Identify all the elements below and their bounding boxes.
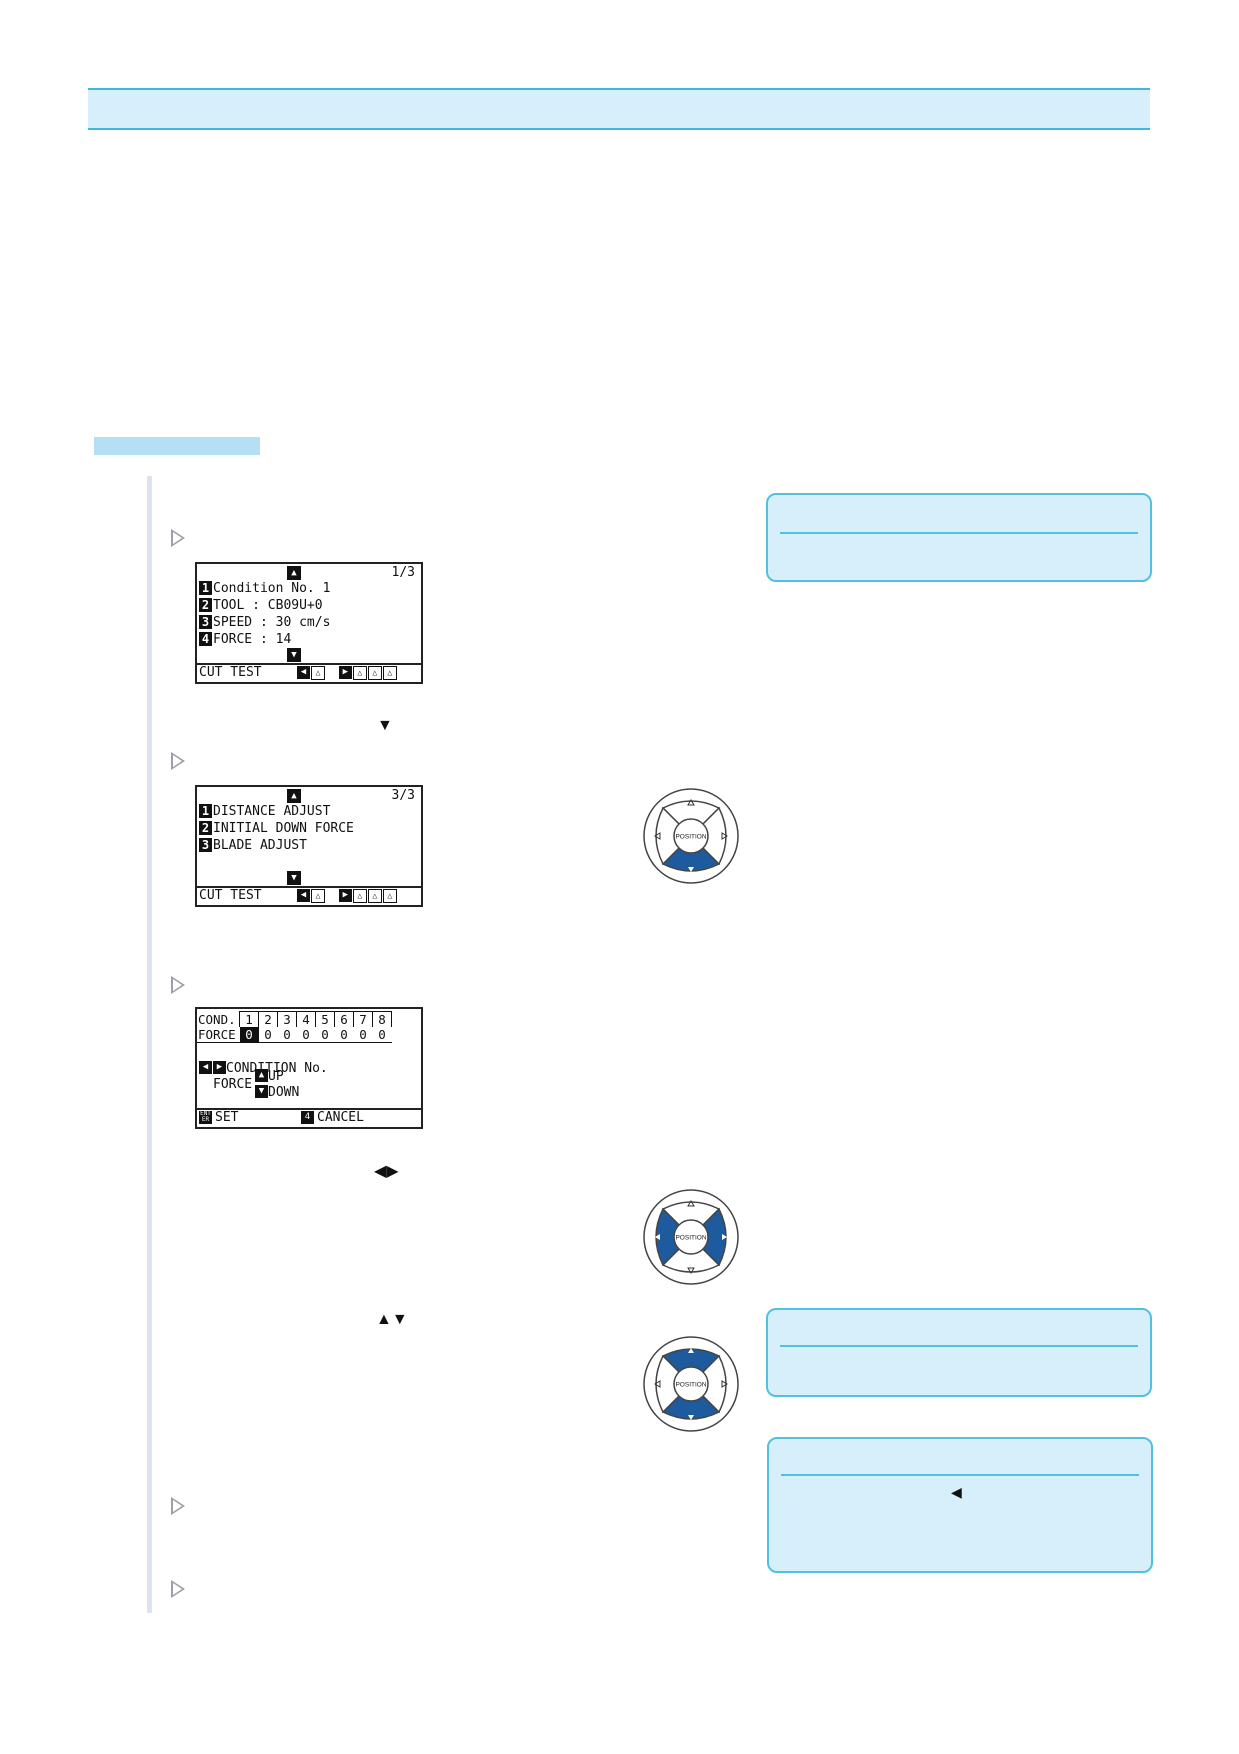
note-divider — [781, 1474, 1139, 1476]
scroll-up-icon: ▲ — [287, 566, 301, 580]
set-label: SET — [215, 1110, 239, 1125]
condition-number: 4 — [296, 1011, 316, 1027]
lcd-screen-initial-down-force: COND. 1 2 3 4 5 6 7 8 FORCE 0 0 0 0 0 0 … — [195, 1007, 423, 1129]
note-divider — [780, 532, 1138, 534]
left-key-icon: ◀ — [199, 1061, 212, 1074]
force-value: 0 — [353, 1027, 373, 1043]
lcd-bottom-bar: CUT TEST ◀△ ▶△△△ — [197, 886, 421, 905]
note-box-1 — [766, 493, 1152, 582]
triangle-icon: △ — [367, 889, 382, 903]
right-key-icon: ▶ — [213, 1061, 226, 1074]
right-key-icon: ▶ — [338, 889, 352, 902]
right-key-icon: ▶ — [338, 666, 352, 679]
force-value: 0 — [334, 1027, 354, 1043]
condition-number: 1 — [239, 1011, 259, 1027]
up-key-icon: ▲ — [255, 1069, 268, 1082]
force-value: 0 — [258, 1027, 278, 1043]
cond-label: COND. — [198, 1011, 236, 1027]
condition-number: 6 — [334, 1011, 354, 1027]
triangle-icon: △ — [367, 666, 382, 680]
cancel-key-icon: 4 — [301, 1111, 314, 1126]
condition-number: 3 — [277, 1011, 297, 1027]
position-pad-left-right-icon: POSITION — [643, 1189, 739, 1285]
up-down-arrow-icon: ▲▼ — [376, 1311, 408, 1328]
title-bar — [88, 88, 1150, 130]
up-hint: ▲UP — [255, 1069, 284, 1085]
condition-number: 2 — [258, 1011, 278, 1027]
position-pad-up-down-icon: POSITION — [643, 1336, 739, 1432]
steps-rule — [147, 476, 152, 1613]
force-value: 0 — [296, 1027, 316, 1043]
cut-test-label: CUT TEST — [199, 888, 262, 903]
triangle-icon: △ — [352, 666, 367, 680]
pad-label: POSITION — [675, 1235, 706, 1242]
pad-label: POSITION — [675, 1382, 706, 1389]
triangle-icon: △ — [311, 666, 325, 680]
force-label: FORCE — [197, 1027, 240, 1043]
down-arrow-icon: ▼ — [377, 717, 393, 734]
left-arrow-icon: ◀ — [951, 1484, 962, 1500]
left-key-icon: ◀ — [297, 666, 310, 679]
force-value: 0 — [277, 1027, 297, 1043]
left-key-icon: ◀ — [297, 889, 310, 902]
step-arrow-1 — [171, 529, 185, 547]
note-box-3: ◀ — [767, 1437, 1153, 1573]
left-right-arrow-icon: ◀▶ — [374, 1163, 399, 1180]
cut-test-keys: ◀△ ▶△△△ — [297, 666, 397, 681]
cancel-label: CANCEL — [317, 1110, 364, 1125]
step-arrow-2 — [171, 752, 185, 770]
page-indicator: 1/3 — [391, 565, 415, 580]
force-table: COND. 1 2 3 4 5 6 7 8 FORCE 0 0 0 0 0 0 … — [197, 1011, 392, 1043]
note-divider — [780, 1345, 1138, 1347]
triangle-icon: △ — [382, 666, 397, 680]
cut-test-label: CUT TEST — [199, 665, 262, 680]
lcd-bottom-bar: CUT TEST ◀△ ▶△△△ — [197, 663, 421, 682]
force-value: 0 — [315, 1027, 335, 1043]
lcd-bottom-bar: ENT ER SET 4 CANCEL — [197, 1108, 421, 1127]
triangle-icon: △ — [382, 889, 397, 903]
triangle-icon: △ — [311, 889, 325, 903]
step-arrow-4 — [171, 1497, 185, 1515]
note-box-2 — [766, 1308, 1152, 1397]
position-pad-down-icon: POSITION — [643, 788, 739, 884]
force-side-label: FORCE — [213, 1077, 253, 1092]
pad-label: POSITION — [675, 834, 706, 841]
condition-number: 8 — [372, 1011, 392, 1027]
force-value: 0 — [372, 1027, 392, 1043]
down-key-icon: ▼ — [255, 1085, 268, 1098]
scroll-up-icon: ▲ — [287, 789, 301, 803]
force-value-selected: 0 — [239, 1027, 259, 1043]
condition-number: 7 — [353, 1011, 373, 1027]
cut-test-keys: ◀△ ▶△△△ — [297, 889, 397, 904]
enter-key-icon: ENT ER — [199, 1110, 212, 1124]
scroll-down-icon: ▼ — [287, 871, 301, 885]
step-arrow-3 — [171, 976, 185, 994]
scroll-down-icon: ▼ — [287, 648, 301, 662]
condition-no-hint: ◀▶CONDITION No. — [199, 1061, 328, 1077]
condition-number: 5 — [315, 1011, 335, 1027]
section-tab — [94, 437, 260, 455]
triangle-icon: △ — [352, 889, 367, 903]
down-hint: ▼DOWN — [255, 1085, 299, 1101]
page-indicator: 3/3 — [391, 788, 415, 803]
step-arrow-5 — [171, 1580, 185, 1598]
